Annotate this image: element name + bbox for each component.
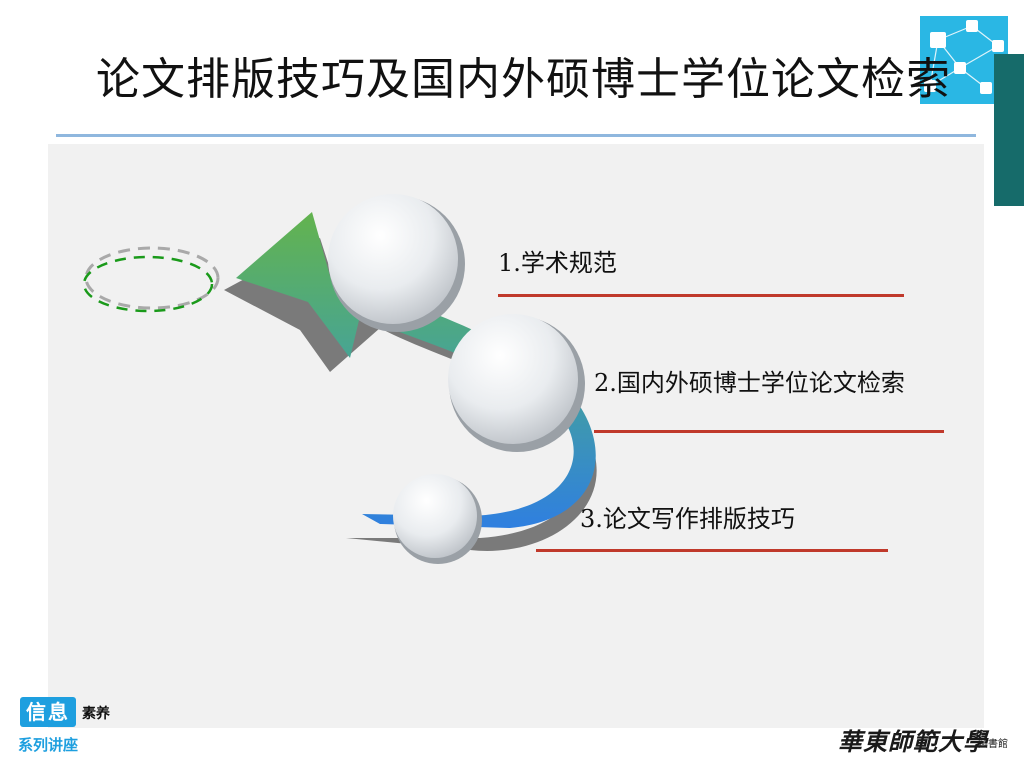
sphere-1: [328, 194, 458, 324]
arrow-body: [236, 212, 596, 528]
title-divider: [56, 134, 976, 137]
series-label: 系列讲座: [18, 736, 79, 754]
item-label-2[interactable]: 2.国内外硕博士学位论文检索: [594, 369, 905, 397]
item-label-1[interactable]: 1.学术规范: [498, 249, 617, 277]
network-nodes-icon: [920, 16, 1008, 104]
info-badge: 信息: [20, 697, 76, 727]
library-label: 圖書館: [978, 739, 1008, 750]
item-underline-1: [498, 294, 904, 297]
sphere-2: [448, 314, 578, 444]
badge-suffix: 素养: [82, 706, 110, 722]
dashed-ellipse-inner: [82, 255, 214, 313]
arrow-shadow: [224, 238, 597, 551]
item-label-3[interactable]: 3.论文写作排版技巧: [580, 505, 795, 533]
item-underline-2: [594, 430, 944, 433]
item-underline-3: [536, 549, 888, 552]
sphere-3: [393, 474, 477, 558]
page-title: 论文排版技巧及国内外硕博士学位论文检索: [96, 54, 951, 105]
side-accent-bar: [994, 54, 1024, 206]
university-logo-text: 華東師範大學: [838, 727, 988, 756]
dashed-ellipse-icon: [84, 246, 220, 310]
